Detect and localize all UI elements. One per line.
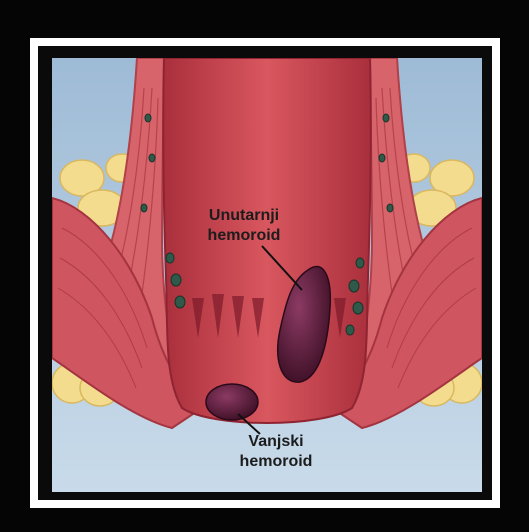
label-internal-line-1: Unutarnji bbox=[196, 206, 292, 226]
label-external-hemorrhoid: Vanjski hemoroid bbox=[230, 432, 322, 472]
external-hemorrhoid bbox=[206, 384, 258, 420]
label-external-line-1: Vanjski bbox=[230, 432, 322, 452]
label-internal-line-2: hemoroid bbox=[196, 226, 292, 246]
label-external-line-2: hemoroid bbox=[230, 452, 322, 472]
anatomy-illustration bbox=[52, 58, 482, 492]
label-internal-hemorrhoid: Unutarnji hemoroid bbox=[196, 206, 292, 246]
